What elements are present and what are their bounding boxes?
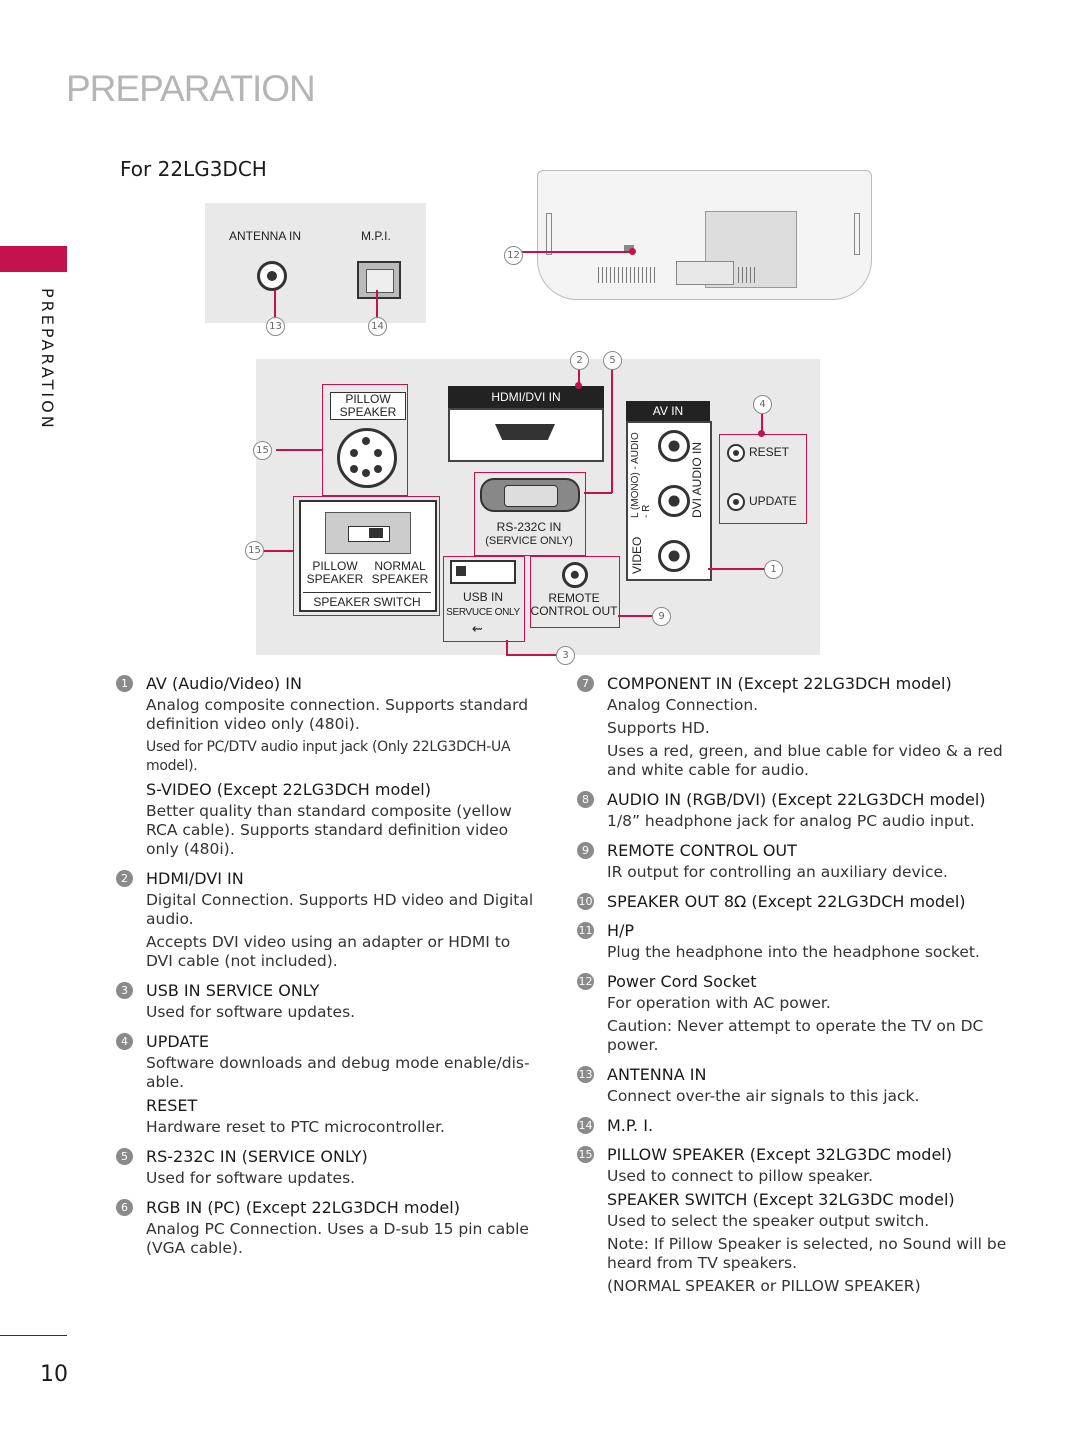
- callout-2: 2: [570, 351, 589, 370]
- list-item: 10 SPEAKER OUT 8Ω (Except 22LG3DCH model…: [577, 892, 966, 911]
- page-title: PREPARATION: [66, 68, 316, 109]
- list-item: 11 H/P Plug the headphone into the headp…: [577, 921, 980, 961]
- rs232c-port[interactable]: [480, 478, 580, 512]
- footer-rule: [0, 1335, 67, 1336]
- tv-stand-mount: [676, 261, 734, 285]
- antenna-in-label: ANTENNA IN: [229, 229, 302, 243]
- pillow-speaker-option: PILLOW SPEAKER: [306, 559, 364, 586]
- rs232c-in-label: RS-232C IN: [496, 520, 562, 534]
- reset-button[interactable]: [727, 444, 745, 462]
- left-description-column: 1 AV (Audio/Video) IN Analog composite c…: [116, 674, 534, 1268]
- remote-control-out-jack[interactable]: [562, 562, 588, 588]
- normal-speaker-option: NORMAL SPEAKER: [371, 559, 429, 586]
- audio-r-jack[interactable]: [658, 430, 690, 462]
- callout-12: 12: [504, 246, 523, 265]
- model-subtitle: For 22LG3DCH: [120, 157, 267, 181]
- list-item: 1 AV (Audio/Video) IN Analog composite c…: [116, 674, 534, 859]
- list-item: 2 HDMI/DVI IN Digital Connection. Suppor…: [116, 869, 534, 971]
- right-description-column: 7 COMPONENT IN (Except 22LG3DCH model) A…: [577, 674, 1017, 1306]
- callout-14: 14: [368, 317, 387, 336]
- tv-back-illustration: [537, 170, 872, 300]
- mpi-label: M.P.I.: [361, 229, 391, 243]
- speaker-switch-slider[interactable]: [325, 512, 411, 554]
- side-section-label: PREPARATION: [38, 288, 57, 431]
- tv-side-slot-left: [546, 213, 552, 255]
- mpi-port[interactable]: [357, 261, 401, 299]
- callout-1: 1: [764, 560, 783, 579]
- remote-control-out-label: REMOTE CONTROL OUT: [530, 591, 618, 618]
- usb-in-label: USB IN: [462, 590, 503, 604]
- callout-5: 5: [603, 351, 622, 370]
- list-item: 3 USB IN SERVICE ONLY Used for software …: [116, 981, 534, 1022]
- list-item: 6 RGB IN (PC) (Except 22LG3DCH model) An…: [116, 1198, 534, 1258]
- callout-13: 13: [266, 317, 285, 336]
- antenna-in-jack[interactable]: [257, 261, 287, 291]
- audio-lr-label: L (MONO) - AUDIO - R: [630, 432, 652, 518]
- speaker-switch-panel: PILLOW SPEAKER NORMAL SPEAKER SPEAKER SW…: [299, 500, 437, 612]
- tv-vent-grille: [598, 267, 658, 283]
- antenna-mpi-panel: ANTENNA IN M.P.I.: [205, 203, 426, 323]
- callout-15b: 15: [245, 541, 264, 560]
- av-in-label-bar: AV IN: [626, 401, 710, 421]
- callout-9: 9: [652, 607, 671, 626]
- tv-side-slot-right: [854, 213, 860, 255]
- callout-3: 3: [556, 646, 575, 665]
- av-in-label: AV IN: [652, 404, 684, 418]
- update-button[interactable]: [727, 493, 745, 511]
- audio-l-jack[interactable]: [658, 485, 690, 517]
- usb-port[interactable]: [450, 560, 516, 584]
- list-item: 9 REMOTE CONTROL OUT IR output for contr…: [577, 841, 1017, 882]
- callout-4: 4: [753, 395, 772, 414]
- pillow-speaker-label: PILLOW SPEAKER: [330, 392, 406, 420]
- list-item: 13 ANTENNA IN Connect over-the air signa…: [577, 1065, 920, 1105]
- rs232c-service-only: (SERVICE ONLY): [485, 535, 573, 547]
- list-item: 4 UPDATE Software downloads and debug mo…: [116, 1032, 534, 1137]
- hdmi-dvi-in-label: HDMI/DVI IN: [491, 390, 561, 404]
- usb-icon: ⇜: [472, 622, 483, 637]
- list-item: 14 M.P. I.: [577, 1116, 654, 1135]
- tv-vent-grille-right: [738, 267, 758, 283]
- hdmi-port[interactable]: [495, 424, 555, 440]
- usb-service-only-label: SERVUCE ONLY: [446, 607, 520, 618]
- list-item: 8 AUDIO IN (RGB/DVI) (Except 22LG3DCH mo…: [577, 790, 1017, 831]
- pillow-speaker-din-jack[interactable]: [337, 428, 397, 488]
- update-label: UPDATE: [749, 494, 797, 508]
- video-label: VIDEO: [630, 536, 644, 574]
- page-number: 10: [40, 1362, 68, 1387]
- list-item: 5 RS-232C IN (SERVICE ONLY) Used for sof…: [116, 1147, 534, 1188]
- list-item: 15 PILLOW SPEAKER (Except 32LG3DC model)…: [577, 1145, 1007, 1295]
- reset-label: RESET: [749, 445, 790, 459]
- list-item: 12 Power Cord Socket For operation with …: [577, 972, 984, 1054]
- hdmi-label-bar: HDMI/DVI IN: [448, 386, 604, 408]
- video-jack[interactable]: [658, 540, 690, 572]
- dvi-audio-in-label: DVI AUDIO IN: [690, 441, 704, 518]
- callout-15a: 15: [253, 441, 272, 460]
- list-item: 7 COMPONENT IN (Except 22LG3DCH model) A…: [577, 674, 1017, 780]
- side-tab-marker: [0, 246, 67, 272]
- speaker-switch-label: SPEAKER SWITCH: [303, 592, 431, 609]
- hdmi-port-frame: [448, 408, 604, 462]
